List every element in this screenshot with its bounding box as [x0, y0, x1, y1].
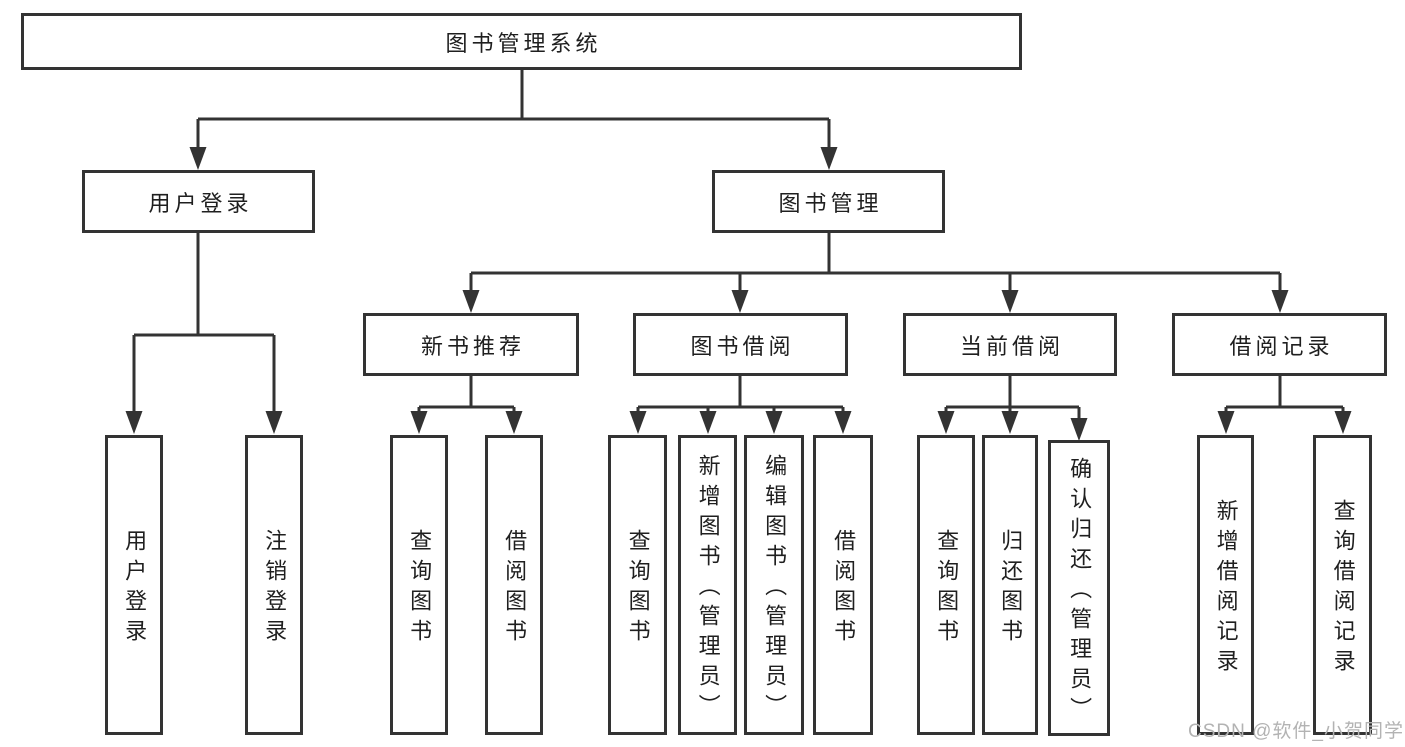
- node-current-borrow: 当前借阅: [903, 313, 1117, 376]
- watermark-text: CSDN @软件_小贺同学: [1188, 721, 1404, 742]
- node-label: 编辑图书（管理员）: [762, 454, 788, 724]
- leaf-query-books-current: 查询图书: [917, 435, 975, 735]
- connector-user-login-children: [125, 230, 283, 434]
- leaf-query-books-borrow: 查询图书: [608, 435, 667, 735]
- node-label: 新增图书（管理员）: [695, 454, 721, 724]
- node-label: 确认归还（管理员）: [1067, 457, 1093, 727]
- leaf-borrow-books: 借阅图书: [813, 435, 873, 735]
- node-book-management: 图书管理: [712, 170, 945, 233]
- node-label: 借阅图书: [502, 529, 528, 649]
- leaf-logout: 注销登录: [245, 435, 303, 735]
- node-label: 借阅图书: [831, 529, 857, 649]
- node-label: 图书管理系统: [445, 30, 602, 56]
- node-root: 图书管理系统: [21, 13, 1022, 70]
- leaf-add-borrow-record: 新增借阅记录: [1197, 435, 1254, 735]
- node-label: 图书借阅: [690, 333, 795, 359]
- leaf-user-login: 用户登录: [105, 435, 163, 735]
- node-label: 查询图书: [407, 529, 433, 649]
- connector-book-borrow-children: [629, 374, 852, 434]
- node-new-book-recommend: 新书推荐: [363, 313, 579, 376]
- node-label: 当前借阅: [959, 333, 1064, 359]
- connector-current-borrow-children: [937, 374, 1088, 441]
- node-label: 新增借阅记录: [1213, 499, 1239, 679]
- node-label: 查询图书: [934, 529, 960, 649]
- node-label: 借阅记录: [1229, 333, 1334, 359]
- leaf-return-books: 归还图书: [982, 435, 1038, 735]
- leaf-query-borrow-record: 查询借阅记录: [1313, 435, 1372, 735]
- node-user-login: 用户登录: [82, 170, 315, 233]
- node-label: 查询图书: [625, 529, 651, 649]
- node-label: 用户登录: [148, 190, 253, 216]
- node-label: 新书推荐: [420, 333, 525, 359]
- leaf-edit-books-admin: 编辑图书（管理员）: [744, 435, 804, 735]
- connector-root-to-level2: [189, 67, 838, 170]
- connector-borrow-records-children: [1217, 374, 1352, 434]
- node-label: 图书管理: [778, 190, 883, 216]
- leaf-confirm-return-admin: 确认归还（管理员）: [1048, 440, 1110, 736]
- node-label: 归还图书: [998, 529, 1024, 649]
- connector-new-books-children: [410, 374, 523, 434]
- node-label: 用户登录: [122, 529, 148, 649]
- leaf-query-books-new: 查询图书: [390, 435, 448, 735]
- leaf-borrow-books-new: 借阅图书: [485, 435, 543, 735]
- node-label: 注销登录: [262, 529, 288, 649]
- leaf-add-books-admin: 新增图书（管理员）: [678, 435, 737, 735]
- node-label: 查询借阅记录: [1330, 499, 1356, 679]
- connector-book-management-children: [462, 230, 1289, 313]
- node-borrow-records: 借阅记录: [1172, 313, 1387, 376]
- node-book-borrow: 图书借阅: [633, 313, 848, 376]
